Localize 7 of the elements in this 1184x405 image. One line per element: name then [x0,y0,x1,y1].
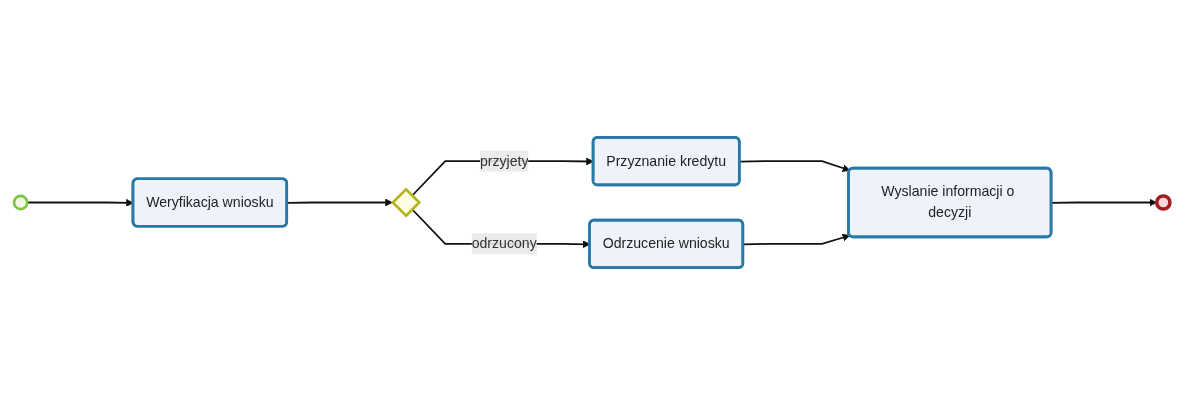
node-circle [1155,194,1172,211]
node-diamond [391,187,422,218]
edge-label: przyjety [479,153,529,169]
edge-label: odrzucony [471,235,537,251]
arrow [742,233,851,246]
arrow [286,198,393,207]
node-circle [12,194,29,211]
